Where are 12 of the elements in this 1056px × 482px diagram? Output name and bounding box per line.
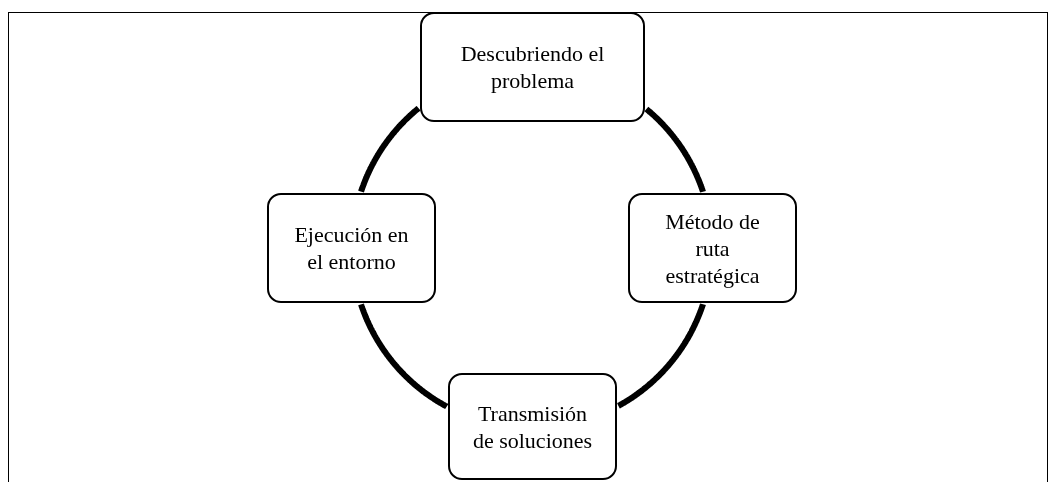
- node-label: Transmisión de soluciones: [471, 399, 594, 454]
- connector-arc: [644, 106, 706, 195]
- node-label: Método de ruta estratégica: [664, 207, 761, 289]
- connector-arc: [358, 302, 450, 410]
- node-label: Descubriendo el problema: [459, 40, 606, 94]
- connector-arc: [616, 301, 706, 409]
- process-box: [420, 12, 645, 122]
- process-box: [267, 193, 436, 303]
- node-label: Ejecución en el entorno: [293, 221, 410, 275]
- connector-arc: [358, 105, 421, 194]
- process-box: [628, 193, 797, 303]
- process-box: [448, 373, 617, 480]
